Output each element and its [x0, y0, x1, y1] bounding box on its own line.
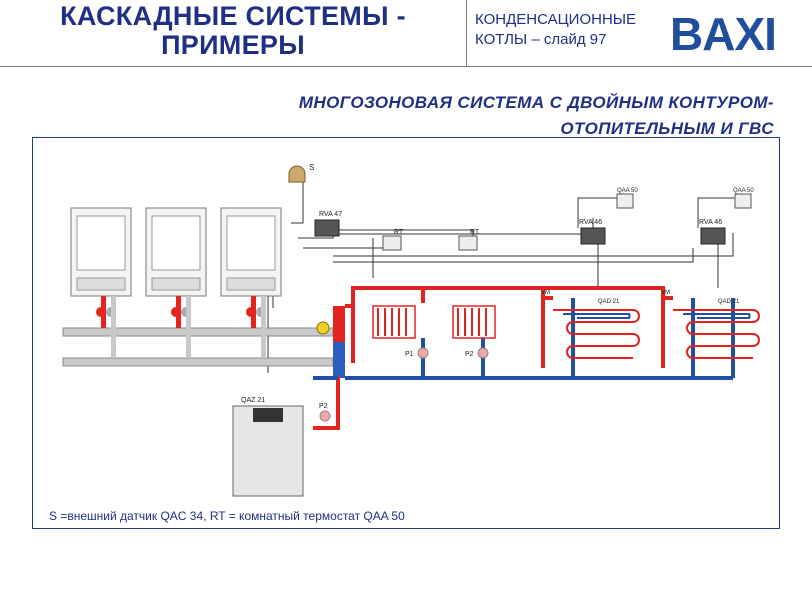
qad2-label: QAD 21	[718, 299, 740, 305]
slide-subtitle-line2: КОТЛЫ – слайд 97	[475, 31, 607, 48]
hot-supply-pipes	[313, 286, 673, 430]
cascade-manifolds	[62, 296, 334, 367]
baxi-logo: BAXI	[670, 8, 777, 60]
radiator-1	[372, 305, 416, 339]
underfloor-coil-1	[553, 309, 640, 359]
pump-p2: P2	[465, 347, 489, 359]
qad1-label: QAD 21	[598, 299, 620, 305]
slide-subtitle-line1: КОНДЕНСАЦИОННЫЕ	[475, 11, 637, 28]
pump-tank: P2	[319, 403, 331, 422]
header-divider	[466, 0, 467, 66]
vm1-label: VM	[541, 290, 550, 296]
qaz21-label: QAZ 21	[241, 397, 265, 404]
slide-title-line2: ПРИМЕРЫ	[161, 30, 305, 60]
pump-tank-label: P2	[319, 403, 328, 410]
sensor-s-label: S	[309, 163, 314, 172]
controller-rva46-2: RVA 46	[699, 219, 726, 245]
hydraulic-separator	[316, 306, 345, 378]
pump-p1: P1	[405, 347, 429, 359]
slide-heading-line2: ОТОПИТЕЛЬНЫМ И ГВС	[560, 119, 774, 138]
room-thermostat-1: RT	[382, 229, 404, 251]
mixing-valve-1: VM QAD 21	[541, 290, 620, 305]
room-unit-1: QAA 50	[616, 188, 638, 209]
qaa50-1-label: QAA 50	[617, 188, 638, 194]
boiler-3	[220, 207, 282, 317]
controller-rva47: RVA 47	[314, 211, 342, 237]
boiler-1	[70, 207, 132, 317]
cold-return-pipes	[313, 298, 735, 380]
qaa50-2-label: QAA 50	[733, 188, 754, 194]
slide-header: КАСКАДНЫЕ СИСТЕМЫ - ПРИМЕРЫ КОНДЕНСАЦИОН…	[0, 0, 812, 67]
diagram-footnote: S =внешний датчик QAC 34, RT = комнатный…	[49, 509, 405, 523]
dhw-tank: QAZ 21	[232, 397, 304, 497]
scheme-svg: S RVA 47 RVA 46 RVA 46 RT RT QAA 50	[62, 163, 760, 497]
rt2-label: RT	[470, 229, 480, 236]
slide-heading: МНОГОЗОНОВАЯ СИСТЕМА С ДВОЙНЫМ КОНТУРОМ-…	[299, 90, 774, 142]
slide-title-line1: КАСКАДНЫЕ СИСТЕМЫ -	[60, 1, 406, 31]
room-unit-2: QAA 50	[733, 188, 754, 209]
rt1-label: RT	[394, 229, 404, 236]
room-thermostat-2: RT	[458, 229, 480, 251]
p1-label: P1	[405, 351, 414, 358]
radiator-2	[452, 305, 496, 339]
underfloor-coil-2	[673, 309, 760, 359]
heating-scheme-diagram: S RVA 47 RVA 46 RVA 46 RT RT QAA 50	[32, 137, 780, 529]
slide-heading-line1: МНОГОЗОНОВАЯ СИСТЕМА С ДВОЙНЫМ КОНТУРОМ-	[298, 93, 774, 112]
p2-label: P2	[465, 351, 474, 358]
slide-subtitle: КОНДЕНСАЦИОННЫЕ КОТЛЫ – слайд 97	[475, 10, 636, 50]
mixing-valve-2: VM QAD 21	[661, 290, 740, 305]
slide-title: КАСКАДНЫЕ СИСТЕМЫ - ПРИМЕРЫ	[0, 2, 466, 60]
rva46-1-label: RVA 46	[579, 219, 602, 226]
outdoor-sensor: S	[288, 163, 314, 183]
rva47-label: RVA 47	[319, 211, 342, 218]
controller-rva46-1: RVA 46	[579, 219, 606, 245]
boiler-2	[145, 207, 207, 317]
rva46-2-label: RVA 46	[699, 219, 722, 226]
vm2-label: VM	[661, 290, 670, 296]
